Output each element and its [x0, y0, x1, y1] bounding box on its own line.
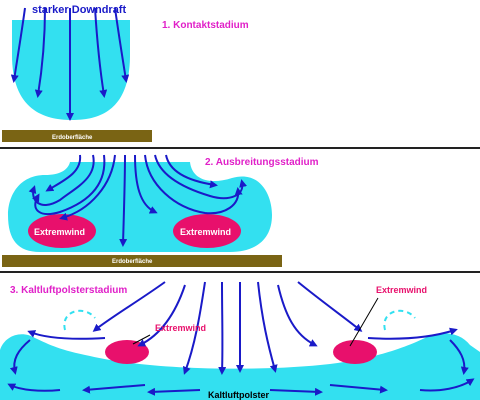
ground-surface-2: [2, 255, 282, 267]
ground-surface-1: [2, 130, 152, 142]
extreme-wind-label-left: Extremwind: [34, 227, 85, 237]
leader-left: [132, 334, 151, 345]
cold-pool-arrows: [7, 281, 475, 396]
panel-3-cold-pool-stage: 3. Kaltluftpolsterstadium Extremwind Ext…: [0, 281, 480, 400]
leader-right: [349, 297, 379, 347]
dashed-vortex-right: [383, 309, 416, 331]
extreme-wind-label-right: Extremwind: [180, 227, 231, 237]
panel-1-contact-stage: starker Downdraft 1. Kontaktstadium Erdo…: [2, 4, 249, 142]
extreme-wind-label-right-3: Extremwind: [376, 285, 427, 295]
panel-1-title: 1. Kontaktstadium: [162, 20, 249, 31]
extreme-wind-label-left-3: Extremwind: [155, 323, 206, 333]
panel-2-spreading-stage: Extremwind Extremwind 2. Ausbreitungssta…: [2, 154, 319, 267]
spreading-arrows: [28, 154, 248, 247]
extreme-wind-zone-right-3: [333, 340, 377, 364]
extreme-wind-zone-right: [173, 214, 241, 248]
ground-label-1: Erdoberfläche: [52, 135, 93, 141]
extreme-wind-zone-left: [28, 214, 96, 248]
panel-2-title: 2. Ausbreitungsstadium: [205, 157, 319, 168]
cold-air-cushion: [0, 333, 480, 400]
cold-cushion-label: Kaltluftpolster: [208, 390, 269, 400]
ground-label-2: Erdoberfläche: [112, 259, 153, 265]
downdraft-label: starker Downdraft: [32, 4, 126, 16]
dashed-vortex-left: [63, 309, 96, 331]
panel-3-title: 3. Kaltluftpolsterstadium: [10, 285, 127, 296]
downdraft-arrows-1: [10, 7, 130, 121]
